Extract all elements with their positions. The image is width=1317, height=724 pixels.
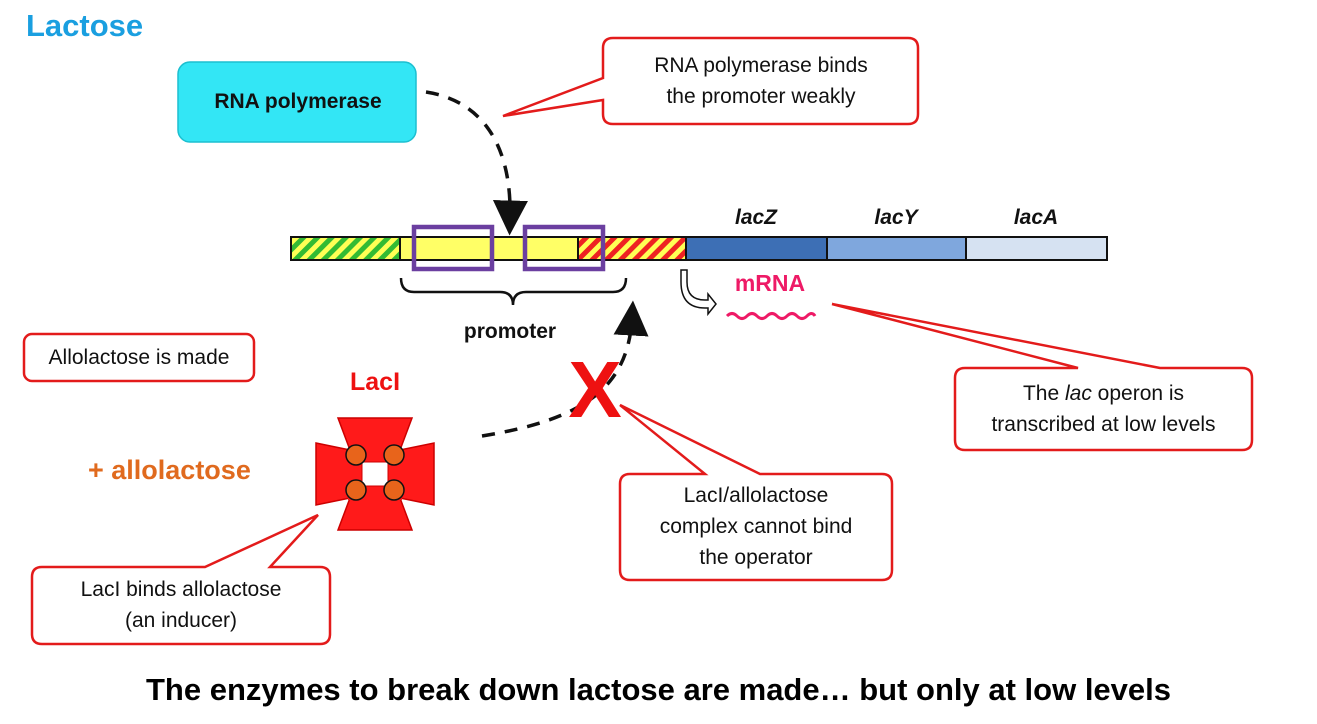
callout-polymerase-line1: RNA polymerase binds — [654, 54, 868, 77]
promoter-brace — [399, 277, 628, 306]
callout-transcription-em: lac — [1064, 382, 1092, 405]
allolactose-dot — [383, 479, 405, 501]
callout-transcription: The lac operon is transcribed at low lev… — [955, 378, 1252, 440]
callout-transcription-line2: transcribed at low levels — [991, 413, 1216, 436]
laca-label: lacA — [1013, 206, 1059, 229]
callout-laci-binds-line2: (an inducer) — [124, 609, 238, 632]
repressor-blocked-arrow — [481, 300, 649, 438]
allolactose-dot — [345, 444, 367, 466]
callout-complex-line1: LacI/allolactose — [683, 484, 829, 507]
laci-center-hole — [361, 461, 389, 487]
lacz-gene — [685, 236, 828, 261]
callout-polymerase: RNA polymerase binds the promoter weakly — [606, 50, 916, 112]
mrna-label: mRNA — [734, 270, 806, 296]
callout-complex-line3: the operator — [699, 546, 813, 569]
transcription-start-arrow — [680, 269, 717, 317]
laci-lobe-left — [315, 442, 351, 506]
laci-lobe-top — [336, 417, 414, 451]
mrna-wave — [725, 312, 817, 320]
allolactose-label: + allolactose — [88, 455, 251, 485]
callout-transcription-pre: The — [1022, 382, 1065, 405]
callout-laci-binds-shape — [30, 513, 332, 646]
callout-allolactose-made-text: Allolactose is made — [48, 346, 230, 369]
operator-region — [577, 236, 687, 261]
allolactose-dot — [345, 479, 367, 501]
promoter-label: promoter — [463, 320, 557, 343]
callout-complex: LacI/allolactose complex cannot bind the… — [620, 480, 892, 573]
upstream-region — [290, 236, 401, 261]
allolactose-dot — [383, 444, 405, 466]
lacy-label: lacY — [874, 206, 918, 229]
rna-polymerase-label: RNA polymerase — [214, 90, 382, 113]
callout-laci-binds: LacI binds allolactose (an inducer) — [32, 574, 330, 636]
callout-laci-binds-line1: LacI binds allolactose — [80, 578, 282, 601]
callout-transcription-post: operon is — [1091, 382, 1185, 405]
promoter-region — [399, 236, 579, 261]
callout-allolactose-made: Allolactose is made — [24, 342, 254, 373]
polymerase-binding-arrow — [425, 90, 528, 236]
lacz-label: lacZ — [734, 206, 778, 229]
minus-35-box — [411, 224, 495, 272]
minus-10-box — [522, 224, 606, 272]
lacy-gene — [826, 236, 967, 261]
callout-transcription-shape — [831, 302, 1254, 452]
laci-lobe-bottom — [336, 497, 414, 531]
page-heading: Lactose — [26, 8, 144, 43]
callout-complex-shape — [618, 403, 894, 582]
bottom-caption: The enzymes to break down lactose are ma… — [145, 672, 1172, 707]
callout-complex-line2: complex cannot bind — [659, 515, 853, 538]
laci-repressor — [315, 417, 435, 531]
laci-label: LacI — [349, 368, 401, 396]
blocked-x-mark: X — [568, 345, 622, 434]
laci-lobe-right — [399, 442, 435, 506]
callout-polymerase-line2: the promoter weakly — [666, 85, 856, 108]
callout-polymerase-shape — [502, 36, 920, 126]
callout-transcription-line1: The lac operon is — [955, 378, 1252, 409]
laca-gene — [965, 236, 1108, 261]
rna-polymerase-box — [177, 61, 417, 143]
callout-allolactose-made-shape — [22, 332, 256, 383]
